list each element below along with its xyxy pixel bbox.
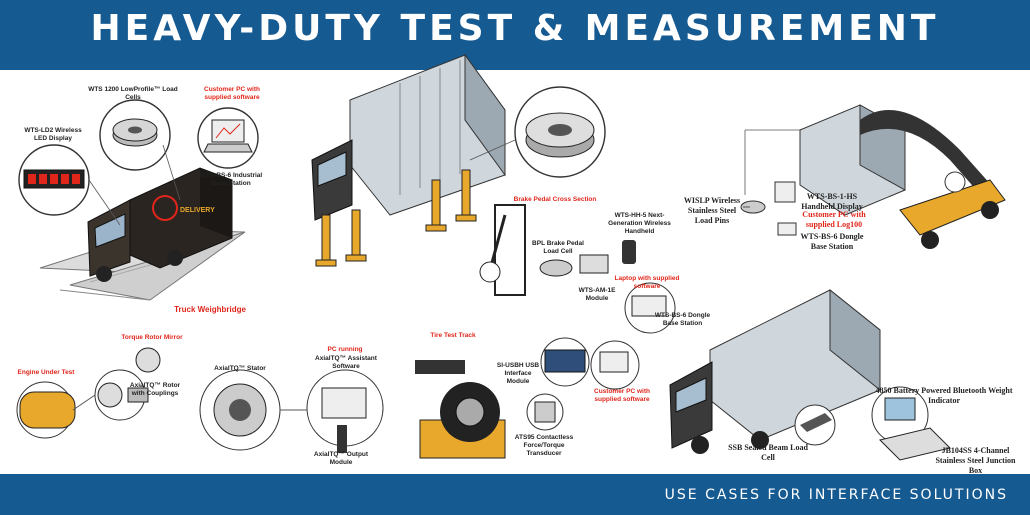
label-engine-under-test: Engine Under Test bbox=[17, 369, 75, 376]
label-torque-rotor-mirror: Torque Rotor Mirror bbox=[121, 334, 183, 341]
customer-pc-callout bbox=[197, 107, 259, 169]
label-tire-test-track: Tire Test Track bbox=[430, 332, 476, 339]
label-laptop-supplied: Laptop with supplied software bbox=[614, 275, 680, 291]
label-customer-pc-2: Customer PC with supplied software bbox=[594, 388, 650, 404]
label-wts-bs6-industrial: WTS-BS-6 Industrial Base Station bbox=[199, 172, 263, 188]
semi-truck-bottom bbox=[669, 288, 951, 461]
header-banner bbox=[0, 0, 1030, 70]
label-pc-running: PC running bbox=[327, 346, 363, 353]
label-jb104ss: JB104SS 4-Channel Stainless Steel Juncti… bbox=[935, 446, 1016, 475]
label-wts-bs1hs: WTS-BS-1-HS Handheld Display bbox=[801, 192, 863, 211]
label-brake-cross-section: Brake Pedal Cross Section bbox=[513, 196, 597, 203]
page-subtitle: USE CASES FOR INTERFACE SOLUTIONS bbox=[664, 487, 1008, 503]
label-ats95: ATS95 Contactless Force/Torque Transduce… bbox=[514, 434, 574, 458]
label-wts-ld2: WTS-LD2 Wireless LED Display bbox=[24, 127, 82, 143]
label-battery-4850: 4850 Battery Powered Bluetooth Weight In… bbox=[875, 386, 1013, 405]
label-wts1200: WTS 1200 LowProfile™ Load Cells bbox=[88, 86, 178, 102]
tire-test-rig bbox=[415, 337, 640, 459]
label-axialtq-stator: AxialTQ™ Stator bbox=[214, 365, 266, 372]
label-axialtq-rotor: AxialTQ™ Rotor with Couplings bbox=[129, 382, 181, 398]
delivery-truck: DELIVERY bbox=[87, 167, 233, 282]
label-customer-pc-log100: Customer PC with supplied Log100 bbox=[802, 210, 866, 229]
label-axialtq-output: AxialTQ™ Output Module bbox=[313, 451, 369, 467]
label-ssb-sealed: SSB Sealed Beam Load Cell bbox=[728, 443, 808, 462]
label-si-usbh: SI-USBH USB Interface Module bbox=[496, 362, 540, 386]
label-wislp: WISLP Wireless Stainless Steel Load Pins bbox=[683, 196, 741, 225]
wireless-devices bbox=[740, 181, 797, 236]
label-truck-weighbridge: Truck Weighbridge bbox=[174, 305, 246, 314]
brake-pedal-diagram bbox=[479, 204, 676, 334]
label-wts-hh5: WTS-HH-5 Next-Generation Wireless Handhe… bbox=[608, 212, 671, 236]
label-wts-bs6-dongle-1: WTS-BS-6 Dongle Base Station bbox=[654, 312, 711, 328]
delivery-text: DELIVERY bbox=[180, 207, 215, 214]
reach-stacker-crane bbox=[799, 104, 1006, 249]
engine-torque-diagram bbox=[16, 347, 384, 453]
load-cell-zoom-callout bbox=[514, 86, 606, 178]
load-cell-callout bbox=[99, 99, 171, 171]
led-display-callout bbox=[18, 144, 90, 216]
label-axialtq-assistant: AxialTQ™ Assistant Software bbox=[315, 355, 377, 371]
label-bpl-brake: BPL Brake Pedal Load Cell bbox=[532, 240, 584, 256]
label-wts-am1e: WTS-AM-1E Module bbox=[578, 287, 616, 303]
semi-truck-stands bbox=[311, 53, 506, 267]
footer-banner bbox=[0, 474, 1030, 515]
label-customer-pc: Customer PC with supplied software bbox=[204, 86, 260, 102]
page-title: HEAVY-DUTY TEST & MEASUREMENT bbox=[90, 8, 940, 49]
label-wts-bs6-dongle-2: WTS-BS-6 Dongle Base Station bbox=[800, 232, 864, 251]
